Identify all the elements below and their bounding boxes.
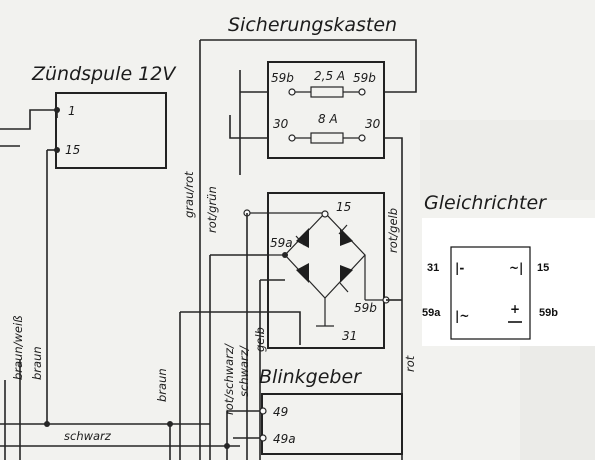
pinout-label-15: 15	[537, 262, 549, 274]
fuse2-left-pin: 30	[273, 117, 289, 131]
wire-label-braun-1: braun	[30, 346, 44, 380]
pinout-symbol-ac-left: |~	[455, 309, 469, 323]
wire-label-grau-rot: grau/rot	[182, 171, 196, 218]
flasher-pin49a: 49a	[273, 432, 296, 446]
diode-2	[340, 228, 353, 246]
pinout-symbol-plus: +	[510, 302, 520, 316]
flasher: Blinkgeber 49 49a	[226, 366, 403, 460]
wire-label-schwarz: schwarz/	[237, 345, 251, 397]
flasher-frame	[261, 393, 403, 455]
fuse-box: Sicherungskasten 59b 2,5 A 59b 30 8 A 30	[199, 14, 417, 460]
rectifier-pin59a: 59a	[270, 236, 293, 250]
fuse1-rating: 2,5 A	[314, 69, 345, 83]
wire-labels: braun/weiß braun braun grau/rot rot/grün…	[11, 171, 417, 443]
pinout-label-31: 31	[427, 262, 439, 274]
diode-1	[296, 228, 309, 248]
fuse2-right-pin: 30	[365, 117, 381, 131]
flasher-pin49: 49	[273, 405, 288, 419]
rectifier: 15 59a 59b 31	[209, 192, 403, 460]
harness-wires	[0, 311, 301, 460]
ignition-coil-frame	[55, 92, 167, 169]
rectifier-pin15: 15	[336, 200, 351, 214]
wire-label-rot-gruen: rot/grün	[205, 186, 219, 233]
fuse2-rating: 8 A	[318, 112, 338, 126]
rectifier-frame	[267, 192, 385, 349]
wire-label-gelb: gelb	[253, 327, 267, 352]
pinout-label-59a: 59a	[422, 307, 441, 319]
flasher-title: Blinkgeber	[259, 366, 362, 388]
wire-label-rot-schwarz: rot/schwarz/	[222, 343, 236, 415]
fuse1-right-pin: 59b	[353, 71, 376, 85]
ignition-coil: Zündspule 12V 1 15	[0, 63, 177, 424]
rectifier-title: Gleichrichter	[424, 192, 547, 214]
pinout-box	[450, 246, 531, 340]
rectifier-pin31: 31	[342, 329, 357, 343]
wire-label-schwarz-horizontal: schwarz	[64, 429, 112, 443]
ignition-coil-title: Zündspule 12V	[31, 63, 177, 85]
fuse-box-frame	[267, 61, 385, 159]
pinout-symbol-ac-right: ~|	[509, 261, 523, 275]
wire-label-rot-gelb: rot/gelb	[386, 208, 400, 253]
wire-label-braun-weiss: braun/weiß	[11, 316, 25, 380]
ignition-coil-pin1: 1	[68, 104, 76, 118]
wire-label-braun-2: braun	[155, 368, 169, 402]
rectifier-pinout-inset: 31 15 59a 59b |- ~| |~ +	[422, 218, 595, 346]
diode-4	[340, 265, 353, 283]
diode-3	[296, 263, 309, 283]
ignition-coil-pin15: 15	[65, 143, 80, 157]
pinout-label-59b: 59b	[539, 307, 558, 319]
fuse1-left-pin: 59b	[271, 71, 294, 85]
pinout-symbol-minus: |-	[455, 261, 464, 275]
rectifier-pin59b: 59b	[354, 301, 377, 315]
fuse-box-title: Sicherungskasten	[228, 14, 397, 36]
wire-label-rot: rot	[403, 355, 417, 372]
